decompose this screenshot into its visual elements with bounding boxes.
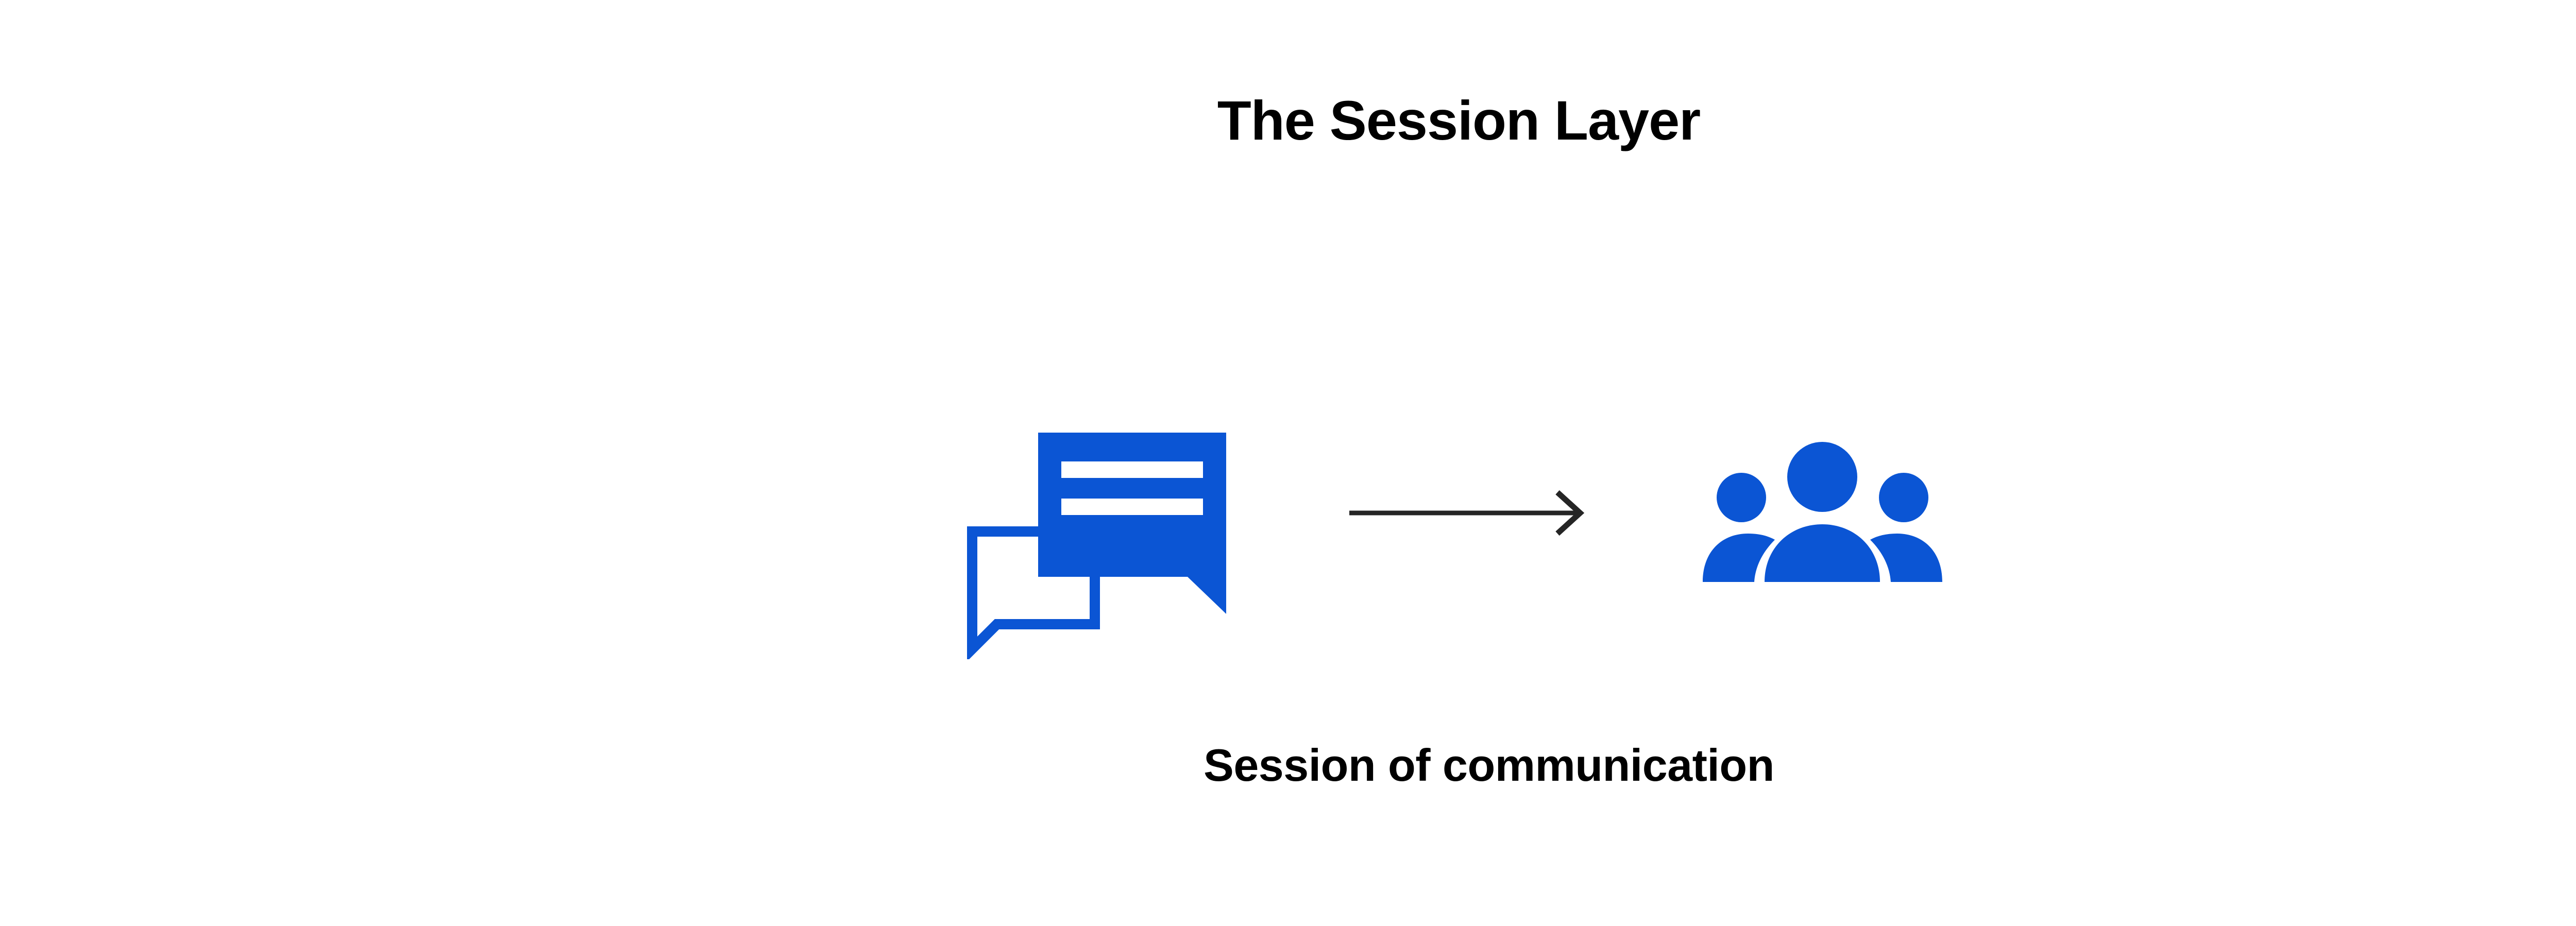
arrow-head — [1555, 490, 1585, 536]
page-title-text: The Session Layer — [1217, 89, 1701, 151]
figure-caption: Session of communication — [0, 743, 2576, 788]
chat-bubble-filled — [1038, 433, 1226, 614]
figure-caption-text: Session of communication — [1204, 740, 1774, 791]
people-group-icon — [1698, 437, 1947, 584]
page-title: The Session Layer — [0, 93, 2576, 148]
chat-message-line-1 — [1061, 461, 1203, 478]
person-center-body — [1765, 524, 1880, 582]
person-left-head — [1717, 473, 1766, 522]
person-right-head — [1879, 473, 1928, 522]
arrow-right-icon — [1347, 489, 1595, 541]
chat-bubble-outline — [967, 526, 1100, 659]
figure-diagram — [966, 412, 1947, 659]
chat-message-line-2 — [1061, 499, 1203, 515]
person-left-body — [1703, 534, 1775, 582]
person-right-body — [1870, 534, 1942, 582]
person-center-head — [1787, 442, 1857, 512]
chat-bubbles-icon — [966, 422, 1234, 659]
